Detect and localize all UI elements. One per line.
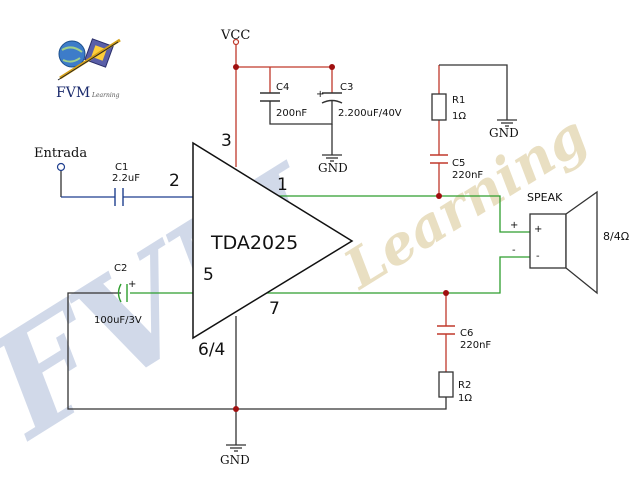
capacitor-c4 [260, 92, 280, 102]
c2-value: 100uF/3V [94, 315, 142, 326]
pin-1: 1 [277, 175, 288, 195]
speaker-plus: + [534, 224, 542, 235]
r2-value: 1Ω [458, 393, 472, 404]
c2-polarity: + [128, 279, 136, 290]
node-c3-top [329, 64, 335, 70]
capacitor-c5 [430, 154, 448, 164]
c4-name: C4 [276, 82, 289, 93]
c1-value: 2.2uF [112, 173, 140, 184]
c3-value: 2.200uF/40V [338, 108, 402, 119]
speaker-label: SPEAK [527, 191, 563, 204]
c5-value: 220nF [452, 170, 483, 181]
speaker-minus: - [536, 251, 540, 262]
pin-6-4: 6/4 [198, 340, 225, 360]
vcc-terminal [232, 38, 240, 46]
capacitor-c2 [117, 283, 128, 303]
input-terminal [56, 162, 66, 172]
speaker-icon [529, 190, 598, 295]
logo-brand: FVM [56, 85, 90, 101]
resistor-r2 [438, 371, 454, 398]
r1-value: 1Ω [452, 111, 466, 122]
node-c6 [443, 290, 449, 296]
pin-2: 2 [169, 171, 180, 191]
r1-name: R1 [452, 95, 465, 106]
capacitor-c1 [114, 188, 124, 206]
c6-value: 220nF [460, 340, 491, 351]
speaker-impedance: 8/4Ω [603, 230, 629, 243]
capacitor-c3 [321, 92, 343, 104]
c4-value: 200nF [276, 108, 307, 119]
input-label: Entrada [34, 146, 87, 161]
c5-name: C5 [452, 158, 465, 169]
node-c5 [436, 193, 442, 199]
logo: FVM Learning [56, 38, 121, 101]
c2-name: C2 [114, 263, 127, 274]
watermark: FVM Learning [0, 102, 598, 471]
speaker-minus-outer: - [512, 245, 516, 256]
c1-name: C1 [115, 162, 128, 173]
logo-sub: Learning [91, 92, 120, 99]
junction-nodes [233, 64, 449, 412]
pin-7: 7 [269, 299, 280, 319]
ground-wires [60, 64, 508, 445]
node-vcc [233, 64, 239, 70]
c3-polarity: + [316, 89, 324, 100]
output-wires [130, 195, 530, 294]
c6-name: C6 [460, 328, 473, 339]
vcc-label: VCC [220, 28, 250, 43]
pin-5: 5 [203, 265, 214, 285]
gnd-label-bottom: GND [220, 453, 250, 467]
resistor-r1 [431, 93, 447, 121]
ground-symbol-bottom [226, 444, 246, 452]
pin-3: 3 [221, 131, 232, 151]
supply-wires [235, 42, 447, 372]
gnd-label-r1: GND [489, 126, 519, 140]
r2-name: R2 [458, 380, 471, 391]
amplifier-triangle [192, 141, 354, 340]
ground-symbol-r1 [497, 119, 517, 127]
ground-symbol-c3 [322, 154, 342, 162]
node-ground [233, 406, 239, 412]
speaker-plus-outer: + [510, 220, 518, 231]
gnd-label-c3: GND [318, 161, 348, 175]
capacitor-c6 [437, 325, 455, 335]
amplifier-label: TDA2025 [210, 232, 298, 254]
c3-name: C3 [340, 82, 353, 93]
